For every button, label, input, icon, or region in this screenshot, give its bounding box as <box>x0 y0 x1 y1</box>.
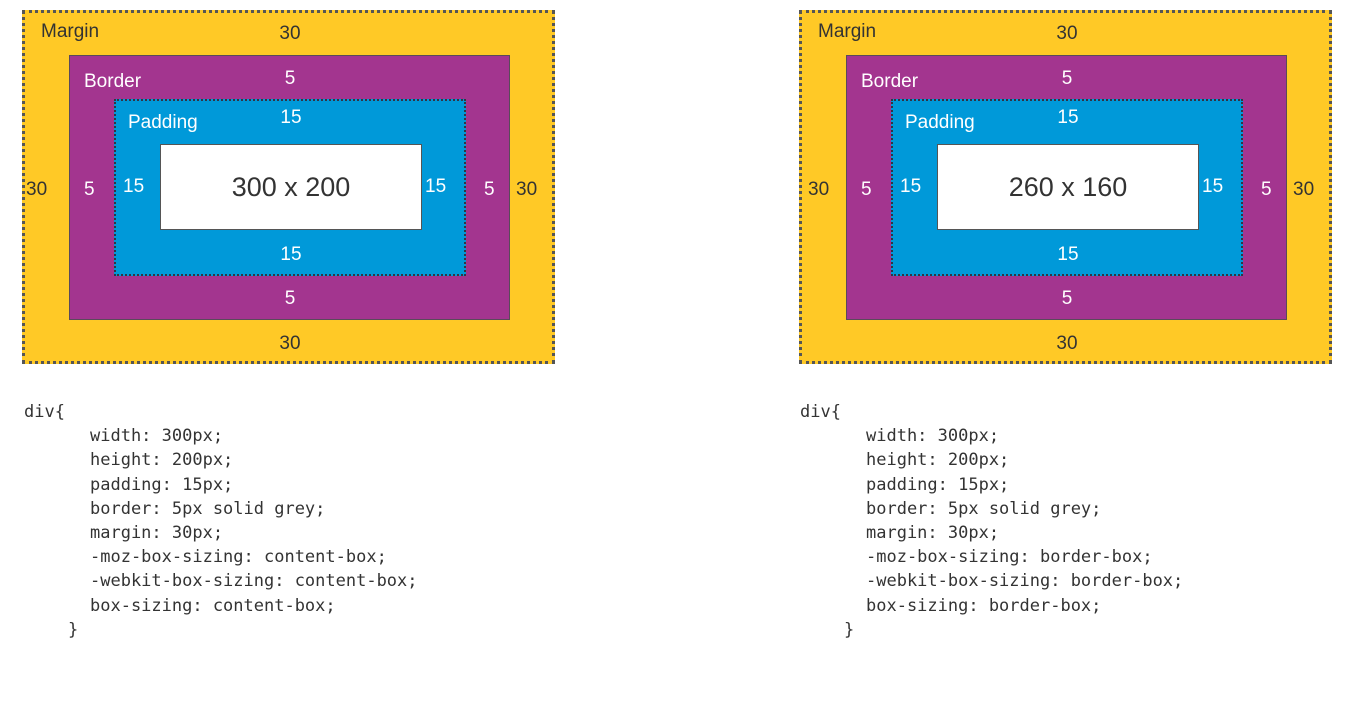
code-line: width: 300px; <box>90 426 224 447</box>
padding-area: Padding 15 15 15 15 300 x 200 <box>114 99 466 276</box>
code-line: box-sizing: border-box; <box>866 595 1102 616</box>
border-top-value: 5 <box>1061 68 1073 89</box>
margin-label: Margin <box>41 21 100 42</box>
code-line: padding: 15px; <box>90 474 234 495</box>
padding-left-value: 15 <box>123 176 145 197</box>
code-line: height: 200px; <box>90 450 234 471</box>
code-open-line: div{ <box>800 402 841 422</box>
margin-top-value: 30 <box>1056 23 1078 44</box>
margin-top-value: 30 <box>279 23 301 44</box>
padding-bottom-value: 15 <box>280 244 302 265</box>
border-label: Border <box>861 71 919 92</box>
code-line: margin: 30px; <box>866 522 1000 543</box>
border-area: Border 5 5 5 5 Padding 15 15 15 15 300 x… <box>69 55 510 320</box>
code-line: -moz-box-sizing: border-box; <box>866 547 1153 568</box>
code-close-line: } <box>844 619 855 640</box>
code-open-line: div{ <box>24 402 65 422</box>
code-line: -webkit-box-sizing: border-box; <box>866 571 1184 592</box>
margin-left-value: 30 <box>808 179 830 200</box>
code-line: padding: 15px; <box>866 474 1010 495</box>
code-line: border: 5px solid grey; <box>866 498 1102 519</box>
border-left-value: 5 <box>861 179 872 200</box>
code-line: -moz-box-sizing: content-box; <box>90 547 387 568</box>
border-label: Border <box>84 71 142 92</box>
padding-label: Padding <box>905 112 975 133</box>
border-bottom-value: 5 <box>284 288 296 309</box>
margin-left-value: 30 <box>26 179 48 200</box>
padding-left-value: 15 <box>900 176 922 197</box>
margin-right-value: 30 <box>1293 179 1315 200</box>
border-right-value: 5 <box>484 179 495 200</box>
border-top-value: 5 <box>284 68 296 89</box>
content-area: 260 x 160 <box>937 144 1199 230</box>
padding-right-value: 15 <box>425 176 447 197</box>
box-model-diagram-border-box: Margin 30 30 30 30 Border 5 5 5 5 Paddin… <box>799 10 1332 364</box>
content-dimensions: 300 x 200 <box>231 171 351 202</box>
content-area: 300 x 200 <box>160 144 422 230</box>
padding-label: Padding <box>128 112 198 133</box>
margin-right-value: 30 <box>516 179 538 200</box>
code-line: width: 300px; <box>866 426 1000 447</box>
padding-bottom-value: 15 <box>1057 244 1079 265</box>
code-line: box-sizing: content-box; <box>90 595 336 616</box>
border-left-value: 5 <box>84 179 95 200</box>
padding-right-value: 15 <box>1202 176 1224 197</box>
code-line: margin: 30px; <box>90 522 224 543</box>
padding-top-value: 15 <box>1057 107 1079 128</box>
code-line: border: 5px solid grey; <box>90 498 326 519</box>
border-right-value: 5 <box>1261 179 1272 200</box>
margin-area: Margin 30 30 30 30 Border 5 5 5 5 Paddin… <box>25 13 552 361</box>
padding-area: Padding 15 15 15 15 260 x 160 <box>891 99 1243 276</box>
margin-area: Margin 30 30 30 30 Border 5 5 5 5 Paddin… <box>802 13 1329 361</box>
margin-bottom-value: 30 <box>279 333 301 354</box>
code-line: -webkit-box-sizing: content-box; <box>90 571 418 592</box>
border-area: Border 5 5 5 5 Padding 15 15 15 15 260 x… <box>846 55 1287 320</box>
content-dimensions: 260 x 160 <box>1008 171 1128 202</box>
box-model-diagram-content-box: Margin 30 30 30 30 Border 5 5 5 5 Paddin… <box>22 10 555 364</box>
css-code-border-box: div{ width: 300px; height: 200px; paddin… <box>800 400 1183 642</box>
padding-top-value: 15 <box>280 107 302 128</box>
margin-bottom-value: 30 <box>1056 333 1078 354</box>
margin-label: Margin <box>818 21 877 42</box>
css-code-content-box: div{ width: 300px; height: 200px; paddin… <box>24 400 418 642</box>
code-line: height: 200px; <box>866 450 1010 471</box>
border-bottom-value: 5 <box>1061 288 1073 309</box>
code-close-line: } <box>68 619 79 640</box>
